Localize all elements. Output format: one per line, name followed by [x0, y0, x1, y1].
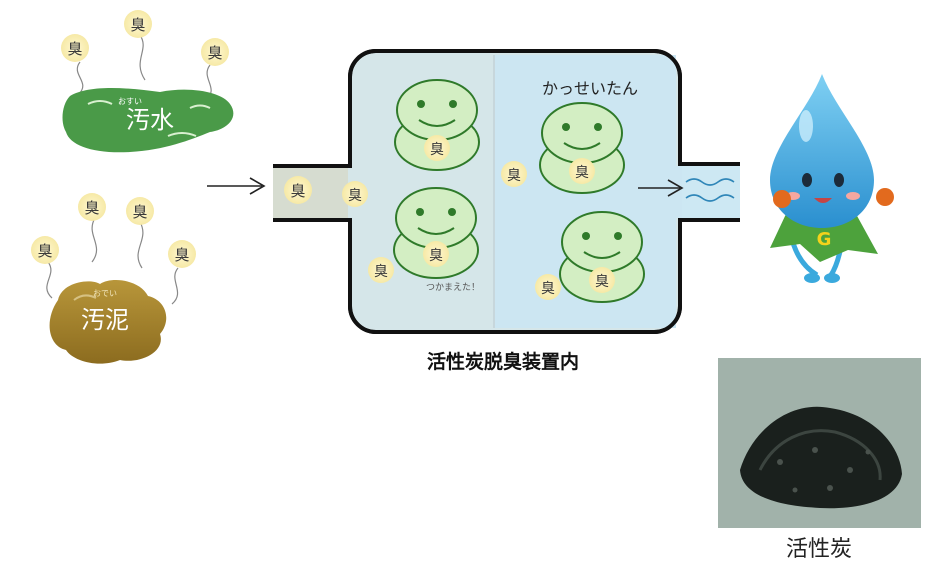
odor-bubble: 臭: [424, 135, 450, 161]
water-drop-body: [770, 74, 874, 228]
caught-text: つかまえた！: [426, 282, 480, 293]
svg-text:臭: 臭: [429, 248, 443, 264]
water-drop-mascot: G: [770, 74, 894, 283]
outlet-pipe: [678, 164, 740, 220]
svg-text:臭: 臭: [541, 281, 555, 297]
inflow-arrow: [207, 177, 266, 195]
odor-bubble: 臭: [284, 176, 312, 204]
svg-text:臭: 臭: [84, 199, 99, 217]
green-cape: [770, 214, 878, 262]
carbon-frog: 臭: [393, 187, 479, 279]
odor-bubble: 臭: [423, 241, 449, 267]
carbon-frog: 臭: [394, 79, 480, 171]
svg-text:臭: 臭: [374, 264, 388, 280]
odor-bubble: 臭: [342, 181, 368, 207]
photo-caption: 活性炭: [786, 537, 852, 562]
svg-text:臭: 臭: [290, 182, 305, 200]
odor-bubble: 臭: [368, 257, 394, 283]
sludge-label: 汚泥: [81, 306, 129, 334]
svg-text:臭: 臭: [132, 203, 147, 221]
hiragana-label: かっせいたん: [542, 79, 638, 98]
odor-bubble: 臭: [61, 34, 89, 62]
deodorizer-device: 臭 臭 臭 臭: [273, 49, 740, 334]
odor-bubble: 臭: [535, 274, 561, 300]
svg-text:臭: 臭: [174, 246, 189, 264]
odor-bubble: 臭: [31, 236, 59, 264]
svg-text:臭: 臭: [207, 44, 222, 62]
svg-text:臭: 臭: [37, 242, 52, 260]
svg-text:臭: 臭: [130, 16, 145, 34]
clean-air-wave: [685, 194, 735, 202]
svg-text:臭: 臭: [507, 168, 521, 184]
cape-letter: G: [817, 229, 832, 250]
wastewater-puddle: [62, 88, 234, 153]
odor-bubble: 臭: [126, 197, 154, 225]
sludge-source: 臭 臭 臭 臭 おでい 汚泥: [31, 193, 196, 364]
odor-bubble: 臭: [168, 240, 196, 268]
odor-bubble: 臭: [78, 193, 106, 221]
svg-text:臭: 臭: [67, 40, 82, 58]
activated-carbon-photo: [718, 358, 921, 528]
odor-bubble: 臭: [124, 10, 152, 38]
svg-text:臭: 臭: [430, 142, 444, 158]
clean-air-wave: [685, 178, 735, 186]
odor-bubble: 臭: [569, 158, 595, 184]
sludge-ruby: おでい: [93, 289, 117, 298]
carbon-pile: [740, 406, 902, 509]
right-fist: [876, 188, 894, 206]
odor-bubble: 臭: [201, 38, 229, 66]
odor-bubble: 臭: [589, 267, 615, 293]
device-caption: 活性炭脱臭装置内: [427, 350, 579, 373]
svg-text:臭: 臭: [595, 274, 609, 290]
left-fist: [773, 190, 791, 208]
svg-text:臭: 臭: [348, 188, 362, 204]
odor-bubble: 臭: [501, 161, 527, 187]
carbon-frog: 臭: [539, 102, 625, 194]
wastewater-source: 臭 臭 臭 おすい 汚水: [61, 10, 234, 153]
wastewater-ruby: おすい: [118, 97, 142, 106]
carbon-frog: 臭: [559, 211, 645, 303]
wastewater-label: 汚水: [126, 106, 174, 134]
sludge-pile: [49, 280, 167, 364]
svg-text:臭: 臭: [575, 165, 589, 181]
